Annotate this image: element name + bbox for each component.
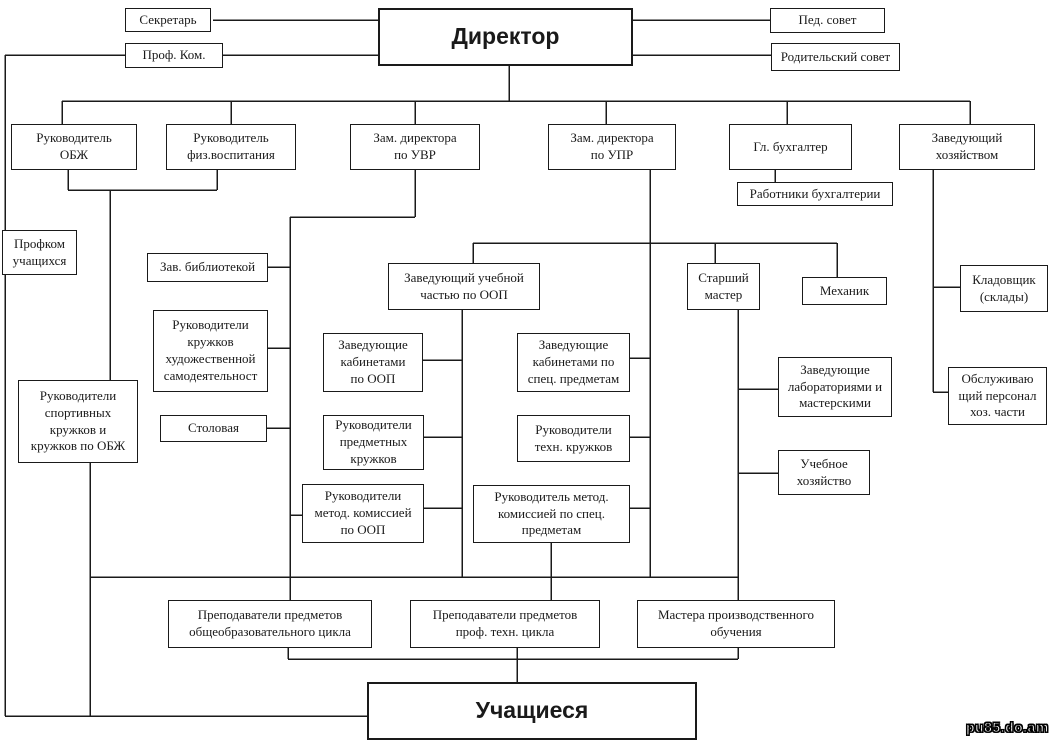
node-classroom-heads-special: Заведующие кабинетами по спец. предметам — [517, 333, 630, 392]
node-service-personnel: Обслуживаю щий персонал хоз. части — [948, 367, 1047, 425]
node-parents-council: Родительский совет — [771, 43, 900, 71]
node-senior-master: Старший мастер — [687, 263, 760, 310]
site-watermark: pu85.do.am — [966, 719, 1049, 736]
node-technical-clubs-heads: Руководители техн. кружков — [517, 415, 630, 462]
node-accounting-staff: Работники бухгалтерии — [737, 182, 893, 206]
node-mechanic: Механик — [802, 277, 887, 305]
node-head-of-household: Заведующий хозяйством — [899, 124, 1035, 170]
node-method-commission-oop: Руководители метод. комиссией по ООП — [302, 484, 424, 543]
node-chief-accountant: Гл. бухгалтер — [729, 124, 852, 170]
node-head-of-studies-oop: Заведующий учебной частью по ООП — [388, 263, 540, 310]
node-training-farm: Учебное хозяйство — [778, 450, 870, 495]
node-trade-union-committee: Проф. Ком. — [125, 43, 223, 68]
node-head-of-library: Зав. библиотекой — [147, 253, 268, 282]
node-labs-workshops-heads: Заведующие лабораториями и мастерскими — [778, 357, 892, 417]
node-secretary: Секретарь — [125, 8, 211, 32]
node-subject-clubs-heads: Руководители предметных кружков — [323, 415, 424, 470]
node-head-physical-education: Руководитель физ.воспитания — [166, 124, 296, 170]
node-deputy-director-upr: Зам. директора по УПР — [548, 124, 676, 170]
node-classroom-heads-oop: Заведующие кабинетами по ООП — [323, 333, 423, 392]
node-storekeeper: Кладовщик (склады) — [960, 265, 1048, 312]
node-art-clubs-heads: Руководители кружков художественной само… — [153, 310, 268, 392]
node-head-obzh: Руководитель ОБЖ — [11, 124, 137, 170]
node-pedagogical-council: Пед. совет — [770, 8, 885, 33]
node-industrial-training-masters: Мастера производственного обучения — [637, 600, 835, 648]
node-sport-clubs-heads: Руководители спортивных кружков и кружко… — [18, 380, 138, 463]
node-deputy-director-uvr: Зам. директора по УВР — [350, 124, 480, 170]
node-canteen: Столовая — [160, 415, 267, 442]
node-students-trade-union: Профком учащихся — [2, 230, 77, 275]
node-general-subjects-teachers: Преподаватели предметов общеобразователь… — [168, 600, 372, 648]
node-director: Директор — [378, 8, 633, 66]
node-method-commission-special: Руководитель метод. комиссией по спец. п… — [473, 485, 630, 543]
node-vocational-subjects-teachers: Преподаватели предметов проф. техн. цикл… — [410, 600, 600, 648]
node-students: Учащиеся — [367, 682, 697, 740]
